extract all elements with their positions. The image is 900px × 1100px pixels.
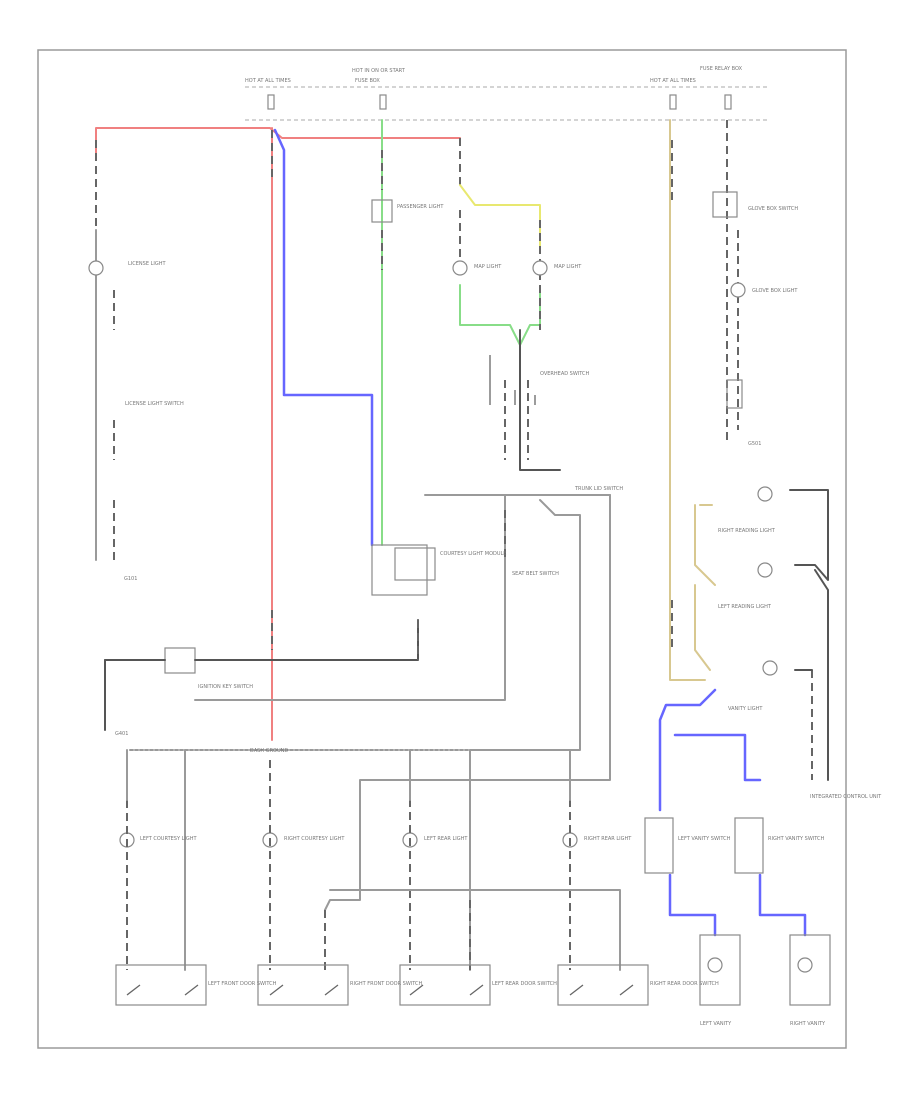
fuse-switch-box	[371, 199, 393, 223]
wire-bottom-1	[126, 800, 186, 970]
label-rear-reading-l: LEFT READING LIGHT	[718, 604, 772, 610]
label-pass-door-light: RIGHT COURTESY LIGHT	[284, 836, 345, 842]
right-map-light-bulb	[532, 260, 548, 276]
wire-blue-right	[658, 688, 717, 812]
wire-tan	[669, 119, 706, 681]
label-driver-door-switch: LEFT FRONT DOOR SWITCH	[208, 981, 277, 987]
wire-bottom-gray	[126, 749, 621, 971]
wire-blue-bottom-l	[668, 873, 717, 937]
label-pass-light: PASSENGER LIGHT	[397, 204, 444, 210]
label-trunk-lid-switch: TRUNK LID SWITCH	[574, 486, 623, 492]
license-light-bulb	[88, 260, 104, 276]
left-vanity-light-box	[699, 934, 741, 1006]
label-glove-box-light: GLOVE BOX LIGHT	[752, 288, 798, 294]
wire-bottom-2	[269, 760, 326, 970]
diagram-frame	[37, 49, 847, 1049]
right-reading-light-bulb	[757, 486, 773, 502]
wire-blue-bottom-r	[758, 873, 807, 937]
fuse-3	[669, 94, 677, 110]
label-right-vanity-switch: RIGHT VANITY SWITCH	[768, 836, 825, 842]
label-courtesy-module: COURTESY LIGHT MODULE	[440, 551, 506, 557]
label-hot-all-times: HOT AT ALL TIMES	[245, 78, 291, 84]
wire-tan-branch	[694, 504, 716, 671]
wire-mid-gnd	[194, 494, 611, 701]
label-left-vanity-light: LEFT VANITY	[700, 1021, 732, 1027]
wire-bottom-4	[569, 760, 621, 970]
label-ignition-key: IGNITION KEY SWITCH	[198, 684, 253, 690]
label-left-rear-light: LEFT REAR LIGHT	[424, 836, 468, 842]
label-glove-box-switch: GLOVE BOX SWITCH	[748, 206, 798, 212]
wire-green-loop	[459, 284, 541, 346]
wire-red	[95, 127, 461, 741]
fuse-1	[267, 94, 275, 110]
wire-bottom-3	[409, 760, 471, 970]
label-mod-box: INTEGRATED CONTROL UNIT	[810, 794, 882, 800]
fuse-2	[379, 94, 387, 110]
left-vanity-light-bulb	[707, 957, 723, 973]
left-front-door-switch	[115, 964, 207, 1006]
label-license-switch: LICENSE LIGHT SWITCH	[125, 401, 184, 407]
label-right-ground: G501	[748, 441, 761, 447]
right-rear-door-switch	[557, 964, 649, 1006]
trunk-switch-box	[726, 379, 743, 409]
glove-box-light-bulb	[730, 282, 746, 298]
wire-right-bracket	[789, 489, 829, 581]
label-hot-all-times-right: HOT AT ALL TIMES	[650, 78, 696, 84]
label-left-vanity-switch: LEFT VANITY SWITCH	[678, 836, 731, 842]
label-pass-door-switch: RIGHT FRONT DOOR SWITCH	[350, 981, 423, 987]
wire-module	[104, 619, 419, 661]
overhead-switch-inner	[394, 547, 436, 581]
wire-mid-switch	[519, 329, 561, 471]
glove-box-switch-box	[712, 191, 738, 218]
wire-yellow	[459, 184, 541, 251]
label-right-map-light: MAP LIGHT	[554, 264, 582, 270]
right-front-door-switch	[257, 964, 349, 1006]
label-fuse-box-left: FUSE BOX	[355, 78, 380, 84]
wire-right-vertical	[814, 569, 829, 781]
wire-mid-gnd2	[469, 499, 581, 971]
label-left-rear-switch: LEFT REAR DOOR SWITCH	[492, 981, 557, 987]
wire-blue-right2	[673, 733, 762, 782]
fuse-4	[724, 94, 732, 110]
left-map-light-bulb	[452, 260, 468, 276]
label-hot-run: HOT IN ON OR START	[352, 68, 406, 74]
left-vanity-switch	[644, 817, 674, 874]
module-box	[164, 647, 196, 674]
left-reading-light-bulb	[757, 562, 773, 578]
label-ground-mid: G401	[115, 731, 128, 737]
label-rear-reading-r: RIGHT READING LIGHT	[718, 528, 776, 534]
label-fuse-relay-box: FUSE RELAY BOX	[700, 66, 743, 72]
vanity-light-bulb	[762, 660, 778, 676]
right-vanity-light-box	[789, 934, 831, 1006]
label-right-vanity-light: RIGHT VANITY	[790, 1021, 826, 1027]
label-license-light: LICENSE LIGHT	[128, 261, 166, 267]
label-vanity: VANITY LIGHT	[728, 706, 763, 712]
wire-blue	[273, 128, 374, 547]
label-overhead-switch: OVERHEAD SWITCH	[540, 371, 590, 377]
label-left-ground: G101	[124, 576, 137, 582]
label-driver-door-light: LEFT COURTESY LIGHT	[140, 836, 197, 842]
label-left-map-light: MAP LIGHT	[474, 264, 502, 270]
label-seat-belt-switch: SEAT BELT SWITCH	[512, 571, 559, 577]
label-right-rear-switch: RIGHT REAR DOOR SWITCH	[650, 981, 719, 987]
door-switch-contacts	[126, 984, 634, 996]
overhead-switch-box	[371, 544, 428, 596]
label-dash-ground: DASH GROUND	[250, 748, 288, 754]
map-light-switch-body	[489, 355, 536, 405]
wire-mid-dash	[504, 380, 529, 460]
right-vanity-switch	[734, 817, 764, 874]
wire-mid-gnd3	[324, 494, 611, 911]
right-vanity-light-bulb	[797, 957, 813, 973]
label-right-rear-light: RIGHT REAR LIGHT	[584, 836, 632, 842]
left-rear-door-switch	[399, 964, 491, 1006]
